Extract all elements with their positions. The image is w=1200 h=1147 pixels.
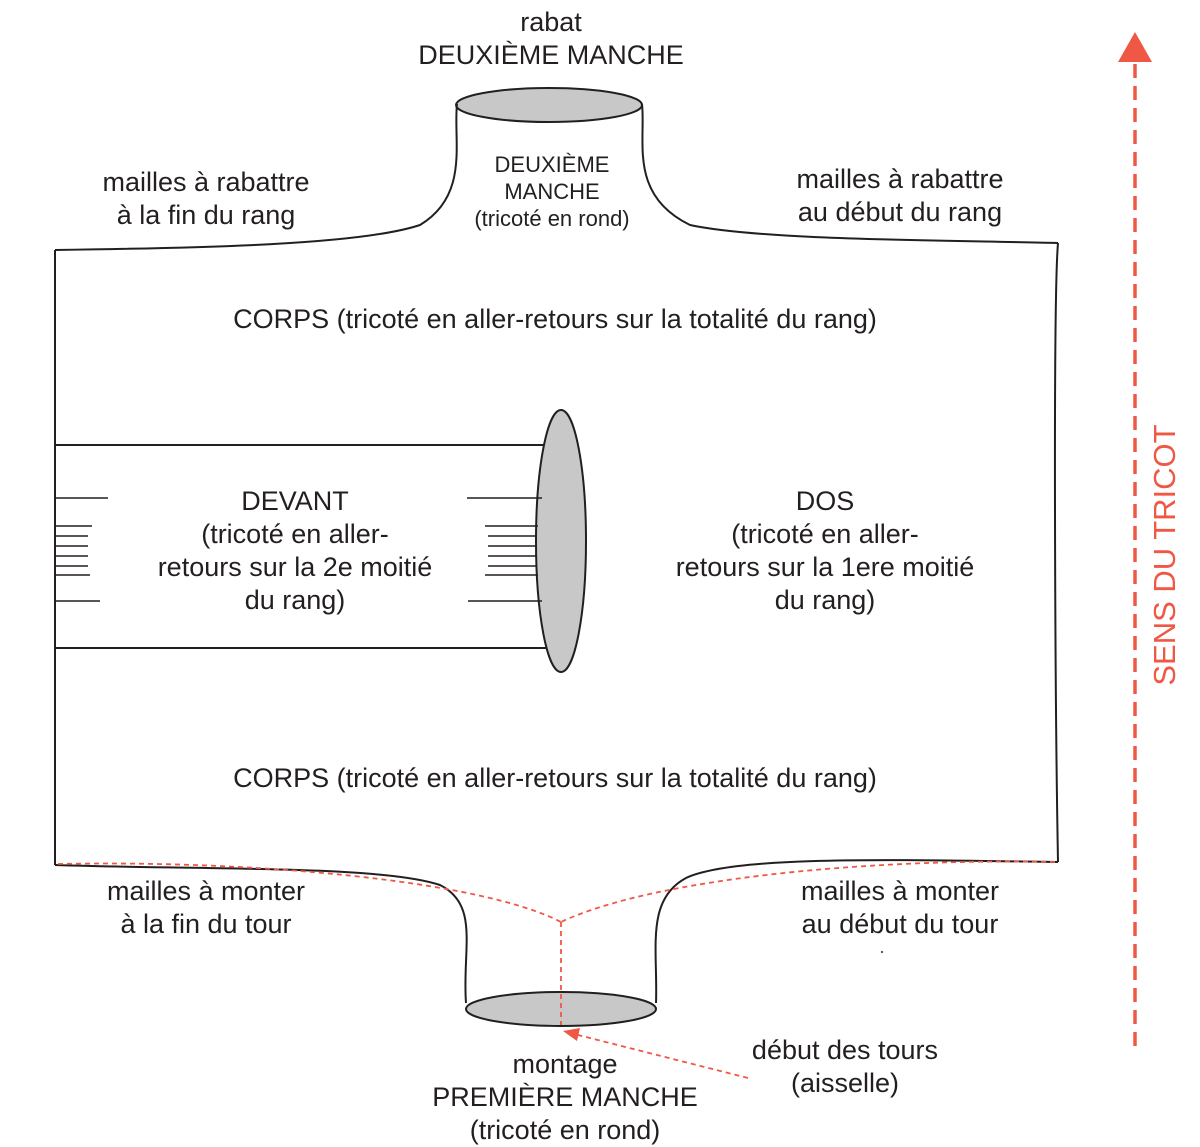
cast-on-start-label-2: au début du tour xyxy=(801,908,999,939)
neck-opening xyxy=(535,409,587,673)
first-sleeve-right-side xyxy=(654,859,1059,1004)
bind-off-start-label-2: au début du rang xyxy=(797,196,1003,227)
body-top-text: CORPS (tricoté en aller-retours sur la t… xyxy=(233,304,877,334)
knitting-direction-label: SENS DU TRICOT xyxy=(1147,424,1182,686)
round-start-arrow xyxy=(563,1028,749,1079)
bottom-label-2: PREMIÈRE MANCHE xyxy=(432,1081,698,1112)
bind-off-end-label: mailles à rabattre à la fin du rang xyxy=(56,166,356,232)
body-right-edge xyxy=(1053,242,1059,863)
front-label-1: DEVANT xyxy=(241,486,349,516)
second-sleeve-label: DEUXIÈME MANCHE (tricoté en rond) xyxy=(440,152,664,232)
second-sleeve-left-side xyxy=(54,103,458,251)
bind-off-end-label-1: mailles à rabattre xyxy=(102,167,310,197)
bottom-label-1: montage xyxy=(512,1049,618,1079)
first-sleeve-opening xyxy=(465,991,657,1027)
knitting-direction-arrow xyxy=(1118,32,1152,1046)
top-title: rabat DEUXIÈME MANCHE xyxy=(400,6,702,72)
cast-on-guide-lines xyxy=(57,860,1056,1025)
bottom-label: montage PREMIÈRE MANCHE (tricoté en rond… xyxy=(410,1048,720,1147)
first-sleeve-left-side xyxy=(54,864,468,1004)
back-label-1: DOS xyxy=(795,486,855,516)
front-left-short-row-ticks xyxy=(55,497,108,602)
body-bottom-text: CORPS (tricoté en aller-retours sur la t… xyxy=(233,763,877,793)
front-label-2: (tricoté en aller- xyxy=(201,518,389,549)
round-start-label-2: (aisselle) xyxy=(790,1067,900,1098)
second-sleeve-opening xyxy=(455,87,643,123)
round-start-label: début des tours (aisselle) xyxy=(715,1034,975,1100)
second-sleeve-right-side xyxy=(641,103,1059,244)
cast-on-end-label-1: mailles à monter xyxy=(106,876,306,906)
body-bottom-label: CORPS (tricoté en aller-retours sur la t… xyxy=(150,762,960,795)
cast-on-start-label: mailles à monter au début du tour xyxy=(750,875,1050,941)
back-label-3: retours sur la 1ere moitié xyxy=(675,551,975,582)
second-sleeve-label-1: DEUXIÈME xyxy=(494,152,610,177)
second-sleeve-label-2: MANCHE xyxy=(504,178,600,204)
round-start-label-1: début des tours xyxy=(751,1035,939,1065)
bind-off-start-label: mailles à rabattre au début du rang xyxy=(746,163,1054,229)
second-sleeve-label-3: (tricoté en rond) xyxy=(474,205,630,231)
top-title-line-2: DEUXIÈME MANCHE xyxy=(418,39,684,70)
bind-off-end-label-2: à la fin du rang xyxy=(116,199,296,230)
front-label: DEVANT (tricoté en aller- retours sur la… xyxy=(145,485,445,617)
front-right-short-row-ticks xyxy=(467,497,542,602)
bind-off-start-label-1: mailles à rabattre xyxy=(796,164,1004,194)
stray-dot xyxy=(881,951,883,953)
front-label-4: du rang) xyxy=(244,584,346,615)
cast-on-start-label-1: mailles à monter xyxy=(800,876,1000,906)
body-top-label: CORPS (tricoté en aller-retours sur la t… xyxy=(150,303,960,336)
cast-on-end-label-2: à la fin du tour xyxy=(120,908,292,939)
back-label-2: (tricoté en aller- xyxy=(731,518,919,549)
bottom-label-3: (tricoté en rond) xyxy=(469,1114,661,1145)
front-label-3: retours sur la 2e moitié xyxy=(157,551,433,582)
cast-on-end-label: mailles à monter à la fin du tour xyxy=(58,875,354,941)
back-label: DOS (tricoté en aller- retours sur la 1e… xyxy=(655,485,995,617)
back-label-4: du rang) xyxy=(774,584,876,615)
top-title-line-1: rabat xyxy=(520,7,582,37)
